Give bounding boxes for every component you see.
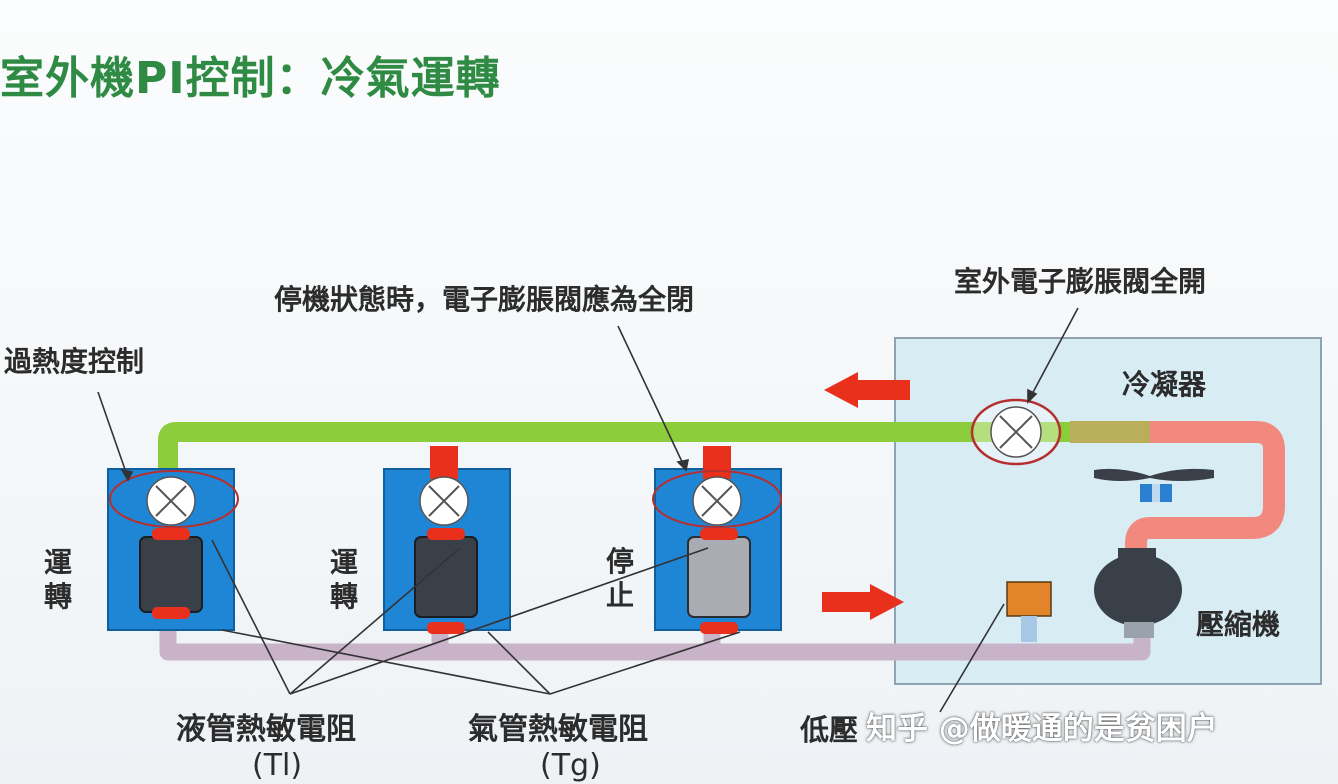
watermark: 知乎 @做暖通的是贫困户 (866, 711, 1218, 747)
outdoor-unit-box (894, 337, 1322, 685)
outdoor-expansion-valve (970, 398, 1062, 466)
compressor-label: 壓縮機 (1196, 608, 1281, 641)
unit-2-status: 運轉 (329, 546, 358, 613)
gas-thermistor-code: (Tg) (540, 748, 601, 783)
leader-lines (97, 307, 1079, 713)
condenser-fan (1094, 468, 1214, 502)
unit-1-status: 運轉 (43, 546, 72, 613)
compressor (1094, 548, 1182, 638)
indoor-unit-2 (383, 446, 511, 634)
page-title: 室外機PI控制：冷氣運轉 (0, 53, 501, 104)
condenser-label: 冷凝器 (1122, 368, 1207, 401)
liquid-thermistor-code: (Tl) (252, 748, 303, 783)
gas-thermistor-label: 氣管熱敏電阻 (468, 712, 648, 747)
liquid-thermistor-label: 液管熱敏電阻 (176, 712, 356, 747)
low-pressure-sensor-label: 低壓 (800, 713, 859, 747)
indoor-unit-3 (652, 446, 782, 634)
superheat-control-label: 過熱度控制 (4, 345, 145, 378)
stop-state-note: 停機狀態時，電子膨脹閥應為全閉 (274, 283, 695, 316)
liquid-pipe (158, 422, 1090, 488)
flow-arrow-right (822, 584, 904, 620)
low-pressure-sensor (1006, 581, 1052, 642)
unit-3-status: 停止 (605, 545, 634, 612)
indoor-unit-1 (107, 468, 239, 631)
discharge-pipe (1070, 421, 1285, 560)
outdoor-eev-label: 室外電子膨脹閥全開 (954, 265, 1207, 298)
flow-arrow-left (824, 372, 910, 408)
